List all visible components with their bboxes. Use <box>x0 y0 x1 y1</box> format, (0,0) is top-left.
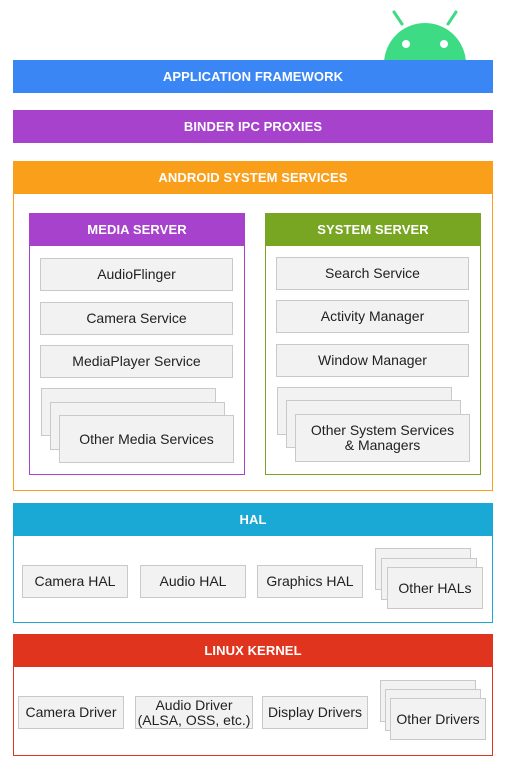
application-framework-bar: APPLICATION FRAMEWORK <box>13 60 493 93</box>
camera-hal-box: Camera HAL <box>22 565 128 598</box>
audio-hal-box: Audio HAL <box>140 565 246 598</box>
other-system-services-box: Other System Services & Managers <box>295 414 470 462</box>
android-robot-icon <box>384 10 466 64</box>
camera-driver-box: Camera Driver <box>18 696 124 729</box>
system-server-header: SYSTEM SERVER <box>265 213 481 246</box>
linux-kernel-header: LINUX KERNEL <box>13 634 493 667</box>
graphics-hal-box: Graphics HAL <box>257 565 363 598</box>
search-service-box: Search Service <box>276 257 469 290</box>
system-services-header: ANDROID SYSTEM SERVICES <box>13 161 493 194</box>
display-drivers-box: Display Drivers <box>262 696 368 729</box>
other-hals-box: Other HALs <box>387 567 483 609</box>
camera-service-box: Camera Service <box>40 302 233 335</box>
binder-ipc-bar: BINDER IPC PROXIES <box>13 110 493 143</box>
other-media-services-box: Other Media Services <box>59 415 234 463</box>
mediaplayer-service-box: MediaPlayer Service <box>40 345 233 378</box>
window-manager-box: Window Manager <box>276 344 469 377</box>
hal-header: HAL <box>13 503 493 536</box>
audioflinger-box: AudioFlinger <box>40 258 233 291</box>
activity-manager-box: Activity Manager <box>276 300 469 333</box>
audio-driver-box: Audio Driver (ALSA, OSS, etc.) <box>135 696 253 729</box>
other-drivers-box: Other Drivers <box>390 698 486 740</box>
media-server-header: MEDIA SERVER <box>29 213 245 246</box>
